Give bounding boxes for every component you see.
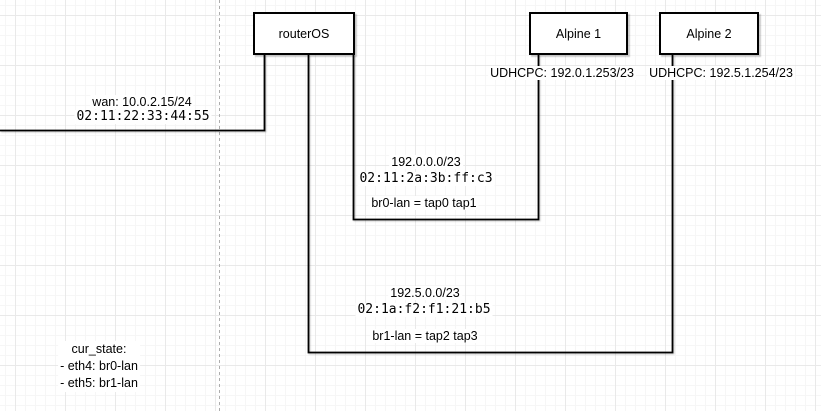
br1-subnet-label[interactable]: 192.5.0.0/23 — [388, 286, 462, 300]
node-alpine1-label: Alpine 1 — [555, 26, 602, 41]
br1-mac-label[interactable]: 02:1a:f2:f1:21:b5 — [355, 302, 493, 317]
alpine1-udhcpc-label[interactable]: UDHCPC: 192.0.1.253/23 — [488, 66, 636, 80]
node-alpine2[interactable]: Alpine 2 — [659, 12, 759, 55]
wan-ip-label[interactable]: wan: 10.0.2.15/24 — [90, 95, 194, 109]
cur-state-title: cur_state: — [71, 342, 127, 356]
node-alpine2-label: Alpine 2 — [686, 26, 732, 41]
wan-connector[interactable] — [0, 55, 266, 132]
alpine2-udhcpc-label[interactable]: UDHCPC: 192.5.1.254/23 — [647, 66, 795, 80]
br0-mac-label[interactable]: 02:11:2a:3b:ff:c3 — [357, 171, 495, 186]
cur-state-eth4: - eth4: br0-lan — [60, 359, 138, 373]
br0-bridge-label[interactable]: br0-lan = tap0 tap1 — [369, 196, 479, 210]
br1-bridge-label[interactable]: br1-lan = tap2 tap3 — [370, 329, 480, 343]
cur-state-eth5: - eth5: br1-lan — [60, 376, 138, 390]
br1-lan-connector[interactable] — [307, 55, 674, 354]
node-routeros[interactable]: routerOS — [253, 12, 355, 55]
wan-mac-label[interactable]: 02:11:22:33:44:55 — [74, 109, 212, 124]
cur-state-note[interactable]: cur_state: - eth4: br0-lan - eth5: br1-l… — [58, 341, 140, 392]
br0-lan-connector[interactable] — [352, 55, 540, 221]
br0-subnet-label[interactable]: 192.0.0.0/23 — [389, 155, 463, 169]
node-routeros-label: routerOS — [278, 26, 330, 41]
node-alpine1[interactable]: Alpine 1 — [529, 12, 628, 55]
